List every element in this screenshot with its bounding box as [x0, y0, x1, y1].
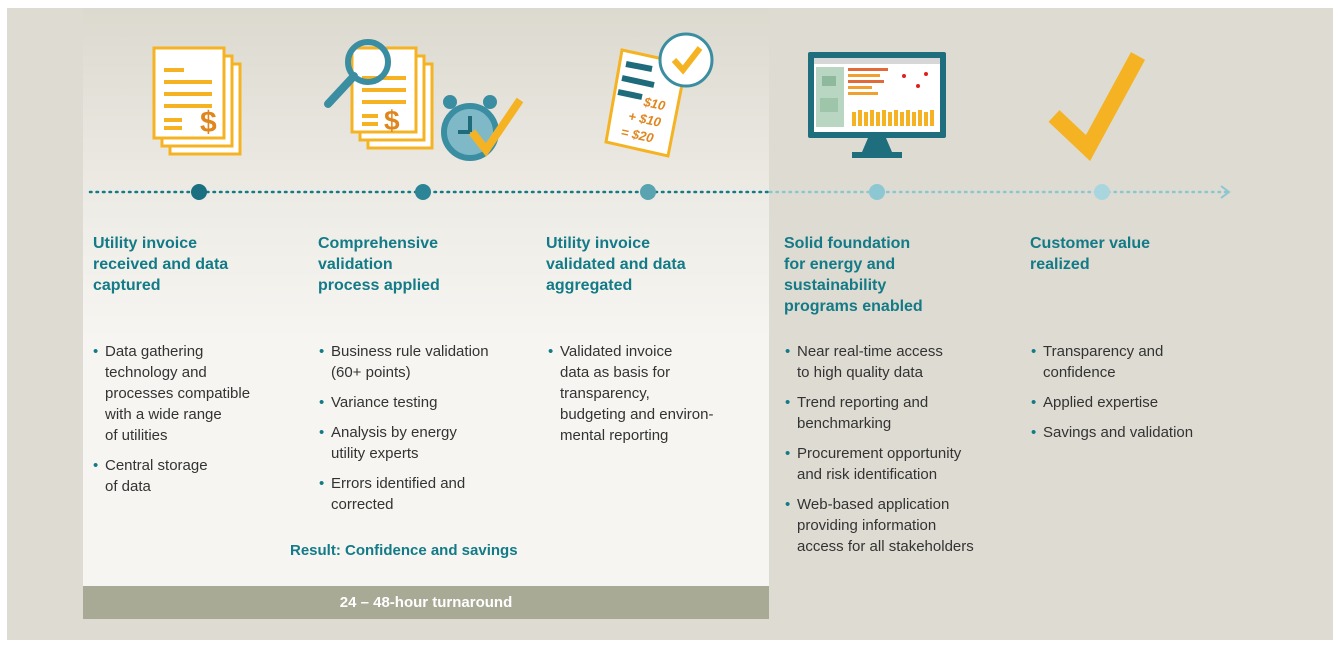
- timeline-node-3: [640, 184, 656, 200]
- bullet-item: Analysis by energy utility experts: [319, 422, 539, 464]
- timeline-node-2: [415, 184, 431, 200]
- bullet-line: Business rule validation: [331, 343, 489, 360]
- bullet-line: Trend reporting and: [797, 394, 929, 411]
- checkmark-icon: [1048, 52, 1146, 161]
- bullet-line: of data: [105, 478, 151, 495]
- step-1-bullets: Data gathering technology and processes …: [93, 341, 293, 506]
- bullet-item: Applied expertise: [1031, 392, 1261, 413]
- bullet-line: Variance testing: [331, 394, 438, 411]
- bullet-line: mental reporting: [560, 427, 669, 444]
- bullet-item: Data gathering technology and processes …: [93, 341, 293, 446]
- bullet-line: corrected: [331, 496, 394, 513]
- bullet-line: Savings and validation: [1043, 424, 1194, 441]
- monitor-dashboard-icon: [808, 52, 946, 158]
- bullet-line: Transparency and: [1043, 343, 1164, 360]
- step-4-title: Solid foundation for energy and sustaina…: [784, 233, 984, 317]
- bullet-item: Transparency and confidence: [1031, 341, 1261, 383]
- bullet-line: Near real-time access: [797, 343, 943, 360]
- bullet-item: Errors identified and corrected: [319, 473, 539, 515]
- bullet-item: Business rule validation (60+ points): [319, 341, 539, 383]
- bullet-line: Web-based application: [797, 496, 950, 513]
- bullet-line: Data gathering: [105, 343, 204, 360]
- step-5-title-line: realized: [1030, 256, 1090, 273]
- result-label: Result: Confidence and savings: [290, 542, 518, 559]
- step-4-bullets: Near real-time access to high quality da…: [785, 341, 1015, 566]
- step-4-title-line: for energy and: [784, 256, 896, 273]
- step-1-title-line: Utility invoice: [93, 235, 198, 252]
- bullet-line: benchmarking: [797, 415, 892, 432]
- step-2-bullets: Business rule validation (60+ points) Va…: [319, 341, 539, 524]
- timeline-node-4: [869, 184, 885, 200]
- bullet-item: Variance testing: [319, 392, 539, 413]
- svg-text:$: $: [384, 105, 400, 136]
- bullet-line: to high quality data: [797, 364, 923, 381]
- step-5-title: Customer value realized: [1030, 233, 1230, 275]
- step-2-title: Comprehensive validation process applied: [318, 233, 518, 296]
- step-3-title: Utility invoice validated and data aggre…: [546, 233, 746, 296]
- bullet-line: of utilities: [105, 427, 168, 444]
- bullet-line: technology and: [105, 364, 207, 381]
- step-3-title-line: aggregated: [546, 277, 633, 294]
- step-1-title-line: received and data: [93, 256, 229, 273]
- bullet-line: providing information: [797, 517, 937, 534]
- receipt-line-3: = $20: [620, 124, 656, 146]
- bullet-item: Procurement opportunity and risk identif…: [785, 443, 1015, 485]
- bullet-line: Procurement opportunity: [797, 445, 962, 462]
- receipt-line-1: $10: [641, 94, 667, 114]
- step-4-title-line: programs enabled: [784, 298, 923, 315]
- bullet-line: Validated invoice: [560, 343, 673, 360]
- step-2-title-line: process applied: [318, 277, 440, 294]
- magnifier-invoice-clock-icon: $: [324, 39, 524, 161]
- step-5-title-line: Customer value: [1030, 235, 1151, 252]
- bullet-line: and risk identification: [797, 466, 938, 483]
- bullet-line: Applied expertise: [1043, 394, 1159, 411]
- receipt-line-2: + $10: [627, 108, 663, 130]
- bullet-line: utility experts: [331, 445, 419, 462]
- bullet-item: Trend reporting and benchmarking: [785, 392, 1015, 434]
- timeline-node-1: [191, 184, 207, 200]
- bullet-line: confidence: [1043, 364, 1116, 381]
- bullet-line: budgeting and environ-: [560, 406, 714, 423]
- bullet-item: Web-based application providing informat…: [785, 494, 1015, 557]
- invoice-dollar-icon: $: [152, 46, 242, 156]
- bullet-item: Near real-time access to high quality da…: [785, 341, 1015, 383]
- step-4-title-line: sustainability: [784, 277, 887, 294]
- bullet-line: Errors identified and: [331, 475, 466, 492]
- step-5-bullets: Transparency and confidence Applied expe…: [1031, 341, 1261, 452]
- bullet-line: transparency,: [560, 385, 650, 402]
- bullet-line: access for all stakeholders: [797, 538, 974, 555]
- step-3-bullets: Validated invoice data as basis for tran…: [548, 341, 763, 455]
- timeline-node-5: [1094, 184, 1110, 200]
- receipt-check-icon: $10 + $10 = $20: [604, 32, 714, 158]
- bullet-item: Savings and validation: [1031, 422, 1261, 443]
- step-3-title-line: Utility invoice: [546, 235, 651, 252]
- bullet-line: processes compatible: [105, 385, 251, 402]
- step-1-title-line: captured: [93, 277, 161, 294]
- step-2-title-line: Comprehensive: [318, 235, 439, 252]
- step-1-title: Utility invoice received and data captur…: [93, 233, 283, 296]
- bullet-line: Analysis by energy: [331, 424, 457, 441]
- bullet-line: data as basis for: [560, 364, 671, 381]
- bullet-line: with a wide range: [105, 406, 222, 423]
- bullet-item: Central storage of data: [93, 455, 293, 497]
- step-2-title-line: validation: [318, 256, 393, 273]
- bullet-item: Validated invoice data as basis for tran…: [548, 341, 763, 446]
- turnaround-bar: 24 – 48-hour turnaround: [83, 586, 769, 619]
- bullet-line: (60+ points): [331, 364, 411, 381]
- svg-text:$: $: [200, 106, 217, 139]
- bullet-line: Central storage: [105, 457, 208, 474]
- step-4-title-line: Solid foundation: [784, 235, 911, 252]
- step-3-title-line: validated and data: [546, 256, 686, 273]
